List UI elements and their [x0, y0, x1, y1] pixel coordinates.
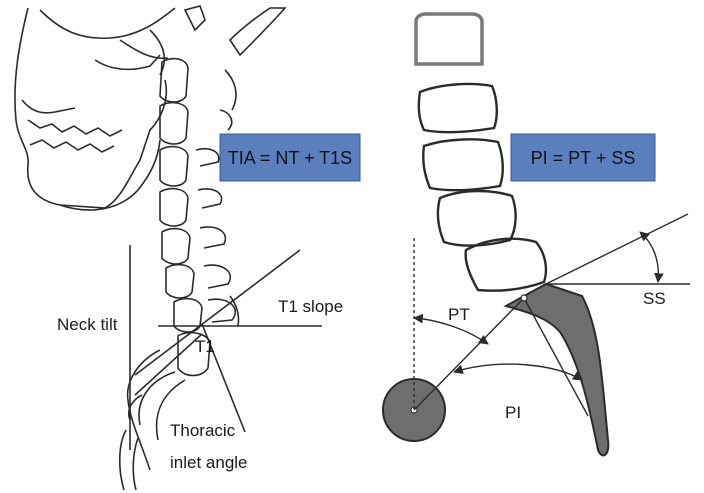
lumbar-vertebra-4: [464, 237, 548, 292]
pi-formula-box: [510, 133, 656, 182]
t1-slope-arc: [229, 295, 240, 327]
lumbar-vertebra-1: [417, 82, 498, 134]
tia-formula: TIA = NT + T1S: [228, 148, 352, 168]
t1-slope-label: T1 slope: [278, 297, 343, 316]
thoracic-inlet-perpendicular: [201, 323, 246, 433]
ss-label: SS: [643, 289, 666, 308]
neck-tilt-label: Neck tilt: [57, 315, 118, 334]
thoracic-inlet-label-line1: Thoracic: [170, 421, 236, 440]
t1-endplate-line: [134, 249, 301, 376]
sacral-endplate-midpoint: [520, 294, 528, 302]
pi-arc: [453, 363, 583, 381]
cervical-panel: [14, 5, 287, 491]
cervical-measurement-lines: [129, 245, 322, 450]
tia-formula-box: [219, 133, 361, 182]
pt-arc: [413, 313, 489, 345]
thoracic-inlet-label-line2: inlet angle: [170, 453, 248, 472]
neck-tilt-line: [134, 333, 203, 396]
lumbar-vertebra-3: [436, 189, 517, 247]
upper-vertebra-outline: [414, 12, 484, 66]
lumbar-vertebra-2: [422, 138, 504, 192]
sacral-perpendicular-line: [523, 297, 589, 417]
sacrum-illustration: [503, 282, 610, 457]
pt-label: PT: [448, 305, 470, 324]
sacral-endplate-line: [545, 213, 689, 285]
skull-illustration: [14, 5, 287, 211]
lumbopelvic-panel: [414, 12, 548, 292]
ss-arc: [639, 231, 664, 283]
t1-label: T1: [195, 337, 215, 356]
pelvic-measurement-lines: [413, 213, 690, 417]
pi-formula: PI = PT + SS: [531, 148, 636, 168]
cervical-vertebrae: [159, 57, 237, 333]
pi-label: PI: [505, 403, 521, 422]
femoral-to-sacral-line: [413, 297, 525, 411]
